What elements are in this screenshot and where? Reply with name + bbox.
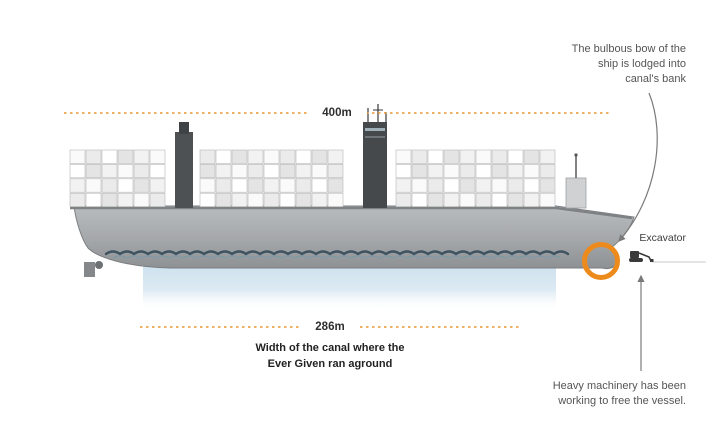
canal-width-label: 286m	[300, 320, 360, 335]
machinery-note-line-2: working to free the vessel.	[558, 395, 686, 407]
excavator-label: Excavator	[639, 232, 686, 244]
machinery-note: Heavy machinery has been working to free…	[506, 379, 686, 409]
deck-line	[70, 206, 633, 220]
caption-line-2: Ever Given ran aground	[267, 357, 393, 370]
ship-length-label: 400m	[307, 106, 367, 121]
bridge-tower	[363, 104, 387, 208]
bow-note: The bulbous bow of the ship is lodged in…	[526, 42, 686, 87]
machinery-note-line-1: Heavy machinery has been	[552, 380, 686, 392]
bow-highlight-circle	[582, 242, 620, 280]
funnel-tower	[175, 122, 193, 208]
ship-hull	[70, 205, 635, 269]
bow-note-line-3: canal's bank	[625, 73, 686, 85]
containers	[69, 149, 556, 207]
excavator-icon	[629, 251, 654, 262]
bow-arrow	[618, 92, 658, 242]
ship	[69, 104, 635, 277]
caption-line-1: Width of the canal where the	[255, 342, 405, 354]
waterline-waves	[104, 250, 570, 259]
bow-note-line-2: ship is lodged into	[597, 58, 686, 70]
bow-note-line-1: The bulbous bow of the	[571, 43, 686, 55]
stern-rudder	[84, 261, 103, 277]
canal-width-caption: Width of the canal where the Ever Given …	[200, 341, 460, 372]
bow-mast	[565, 153, 587, 209]
